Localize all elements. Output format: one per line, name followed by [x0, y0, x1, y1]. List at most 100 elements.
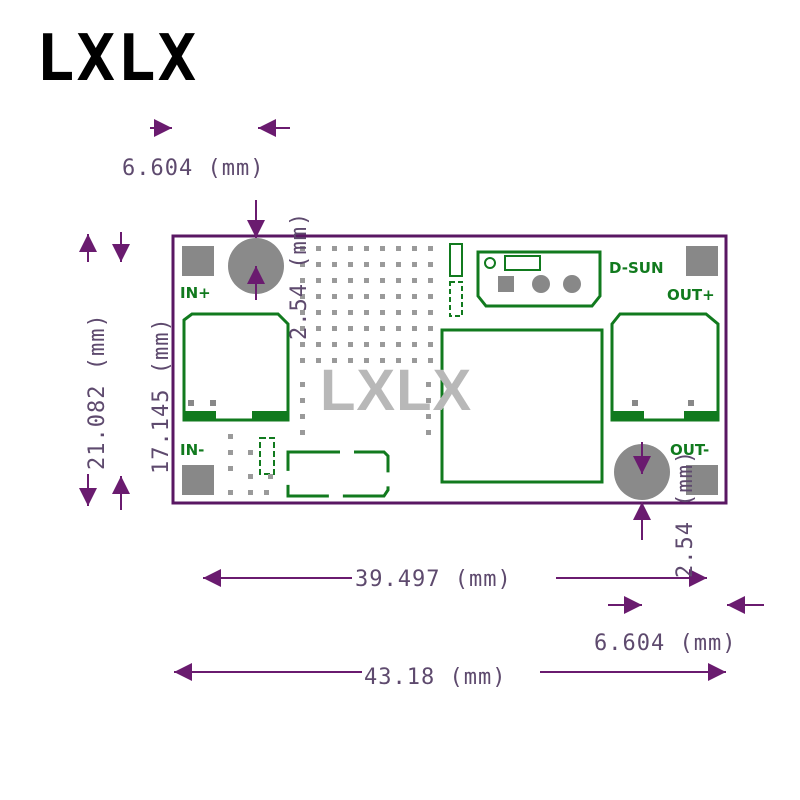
via — [380, 246, 385, 251]
via-field — [228, 246, 433, 495]
via — [364, 358, 369, 363]
via — [426, 414, 431, 419]
via — [428, 262, 433, 267]
pad-in-minus — [182, 465, 214, 495]
via — [332, 342, 337, 347]
via — [268, 474, 273, 479]
dim-pad-pitch-top: 6.604 (mm) — [122, 156, 264, 181]
via — [380, 342, 385, 347]
via — [426, 398, 431, 403]
via — [396, 246, 401, 251]
brand-logo: LXLX — [36, 22, 199, 96]
via — [348, 310, 353, 315]
via — [412, 278, 417, 283]
label-in-minus: IN- — [180, 441, 204, 459]
smd-resistor-top — [449, 243, 463, 317]
via — [426, 430, 431, 435]
via — [412, 246, 417, 251]
pad-out-plus — [686, 246, 718, 276]
via — [426, 382, 431, 387]
via — [228, 466, 233, 471]
dim-board-height: 21.082 (mm) — [85, 313, 110, 470]
pad-in-plus — [182, 246, 214, 276]
via — [300, 246, 305, 251]
via — [428, 246, 433, 251]
pad-out-minus — [686, 465, 718, 495]
via — [380, 294, 385, 299]
via — [332, 358, 337, 363]
via — [348, 326, 353, 331]
via — [300, 398, 305, 403]
via — [428, 358, 433, 363]
via — [248, 450, 253, 455]
via — [364, 246, 369, 251]
inductor — [440, 328, 604, 484]
via — [348, 262, 353, 267]
via — [412, 294, 417, 299]
label-in-plus: IN+ — [180, 284, 211, 302]
via — [396, 326, 401, 331]
via — [412, 342, 417, 347]
dim-board-width: 43.18 (mm) — [364, 665, 506, 690]
via — [316, 246, 321, 251]
via — [228, 450, 233, 455]
via — [380, 326, 385, 331]
via — [380, 310, 385, 315]
trimmer-potentiometer — [476, 250, 602, 308]
via — [300, 310, 305, 315]
via — [364, 342, 369, 347]
via — [364, 326, 369, 331]
via — [364, 294, 369, 299]
via — [300, 294, 305, 299]
via — [248, 474, 253, 479]
input-capacitor — [182, 312, 290, 422]
via — [300, 278, 305, 283]
via — [428, 278, 433, 283]
via — [348, 294, 353, 299]
via — [380, 262, 385, 267]
via — [348, 342, 353, 347]
label-out-minus: OUT- — [670, 441, 709, 459]
via — [316, 294, 321, 299]
via — [332, 310, 337, 315]
via — [316, 358, 321, 363]
via — [364, 310, 369, 315]
via — [316, 342, 321, 347]
label-maker: D-SUN — [609, 259, 664, 277]
via — [428, 310, 433, 315]
dim-hole-offset-bottom: 2.54 (mm) — [673, 450, 698, 578]
via — [396, 278, 401, 283]
via — [396, 294, 401, 299]
via — [300, 414, 305, 419]
label-out-plus: OUT+ — [667, 286, 715, 304]
via — [300, 326, 305, 331]
via — [364, 278, 369, 283]
via — [228, 490, 233, 495]
dim-hole-offset-top: 2.54 (mm) — [287, 212, 312, 340]
via — [428, 342, 433, 347]
via — [428, 294, 433, 299]
via — [300, 382, 305, 387]
via — [316, 326, 321, 331]
diode — [286, 450, 390, 498]
via — [228, 434, 233, 439]
via — [428, 326, 433, 331]
via — [412, 358, 417, 363]
watermark: LXLX — [320, 358, 472, 423]
via — [316, 310, 321, 315]
via — [396, 358, 401, 363]
via — [348, 278, 353, 283]
via — [348, 246, 353, 251]
via — [300, 342, 305, 347]
via — [316, 262, 321, 267]
via — [248, 490, 253, 495]
via — [264, 490, 269, 495]
via — [396, 342, 401, 347]
via — [396, 310, 401, 315]
via — [300, 430, 305, 435]
output-capacitor — [610, 312, 720, 422]
via — [316, 278, 321, 283]
dim-pad-pitch-bottom: 6.604 (mm) — [594, 631, 736, 656]
